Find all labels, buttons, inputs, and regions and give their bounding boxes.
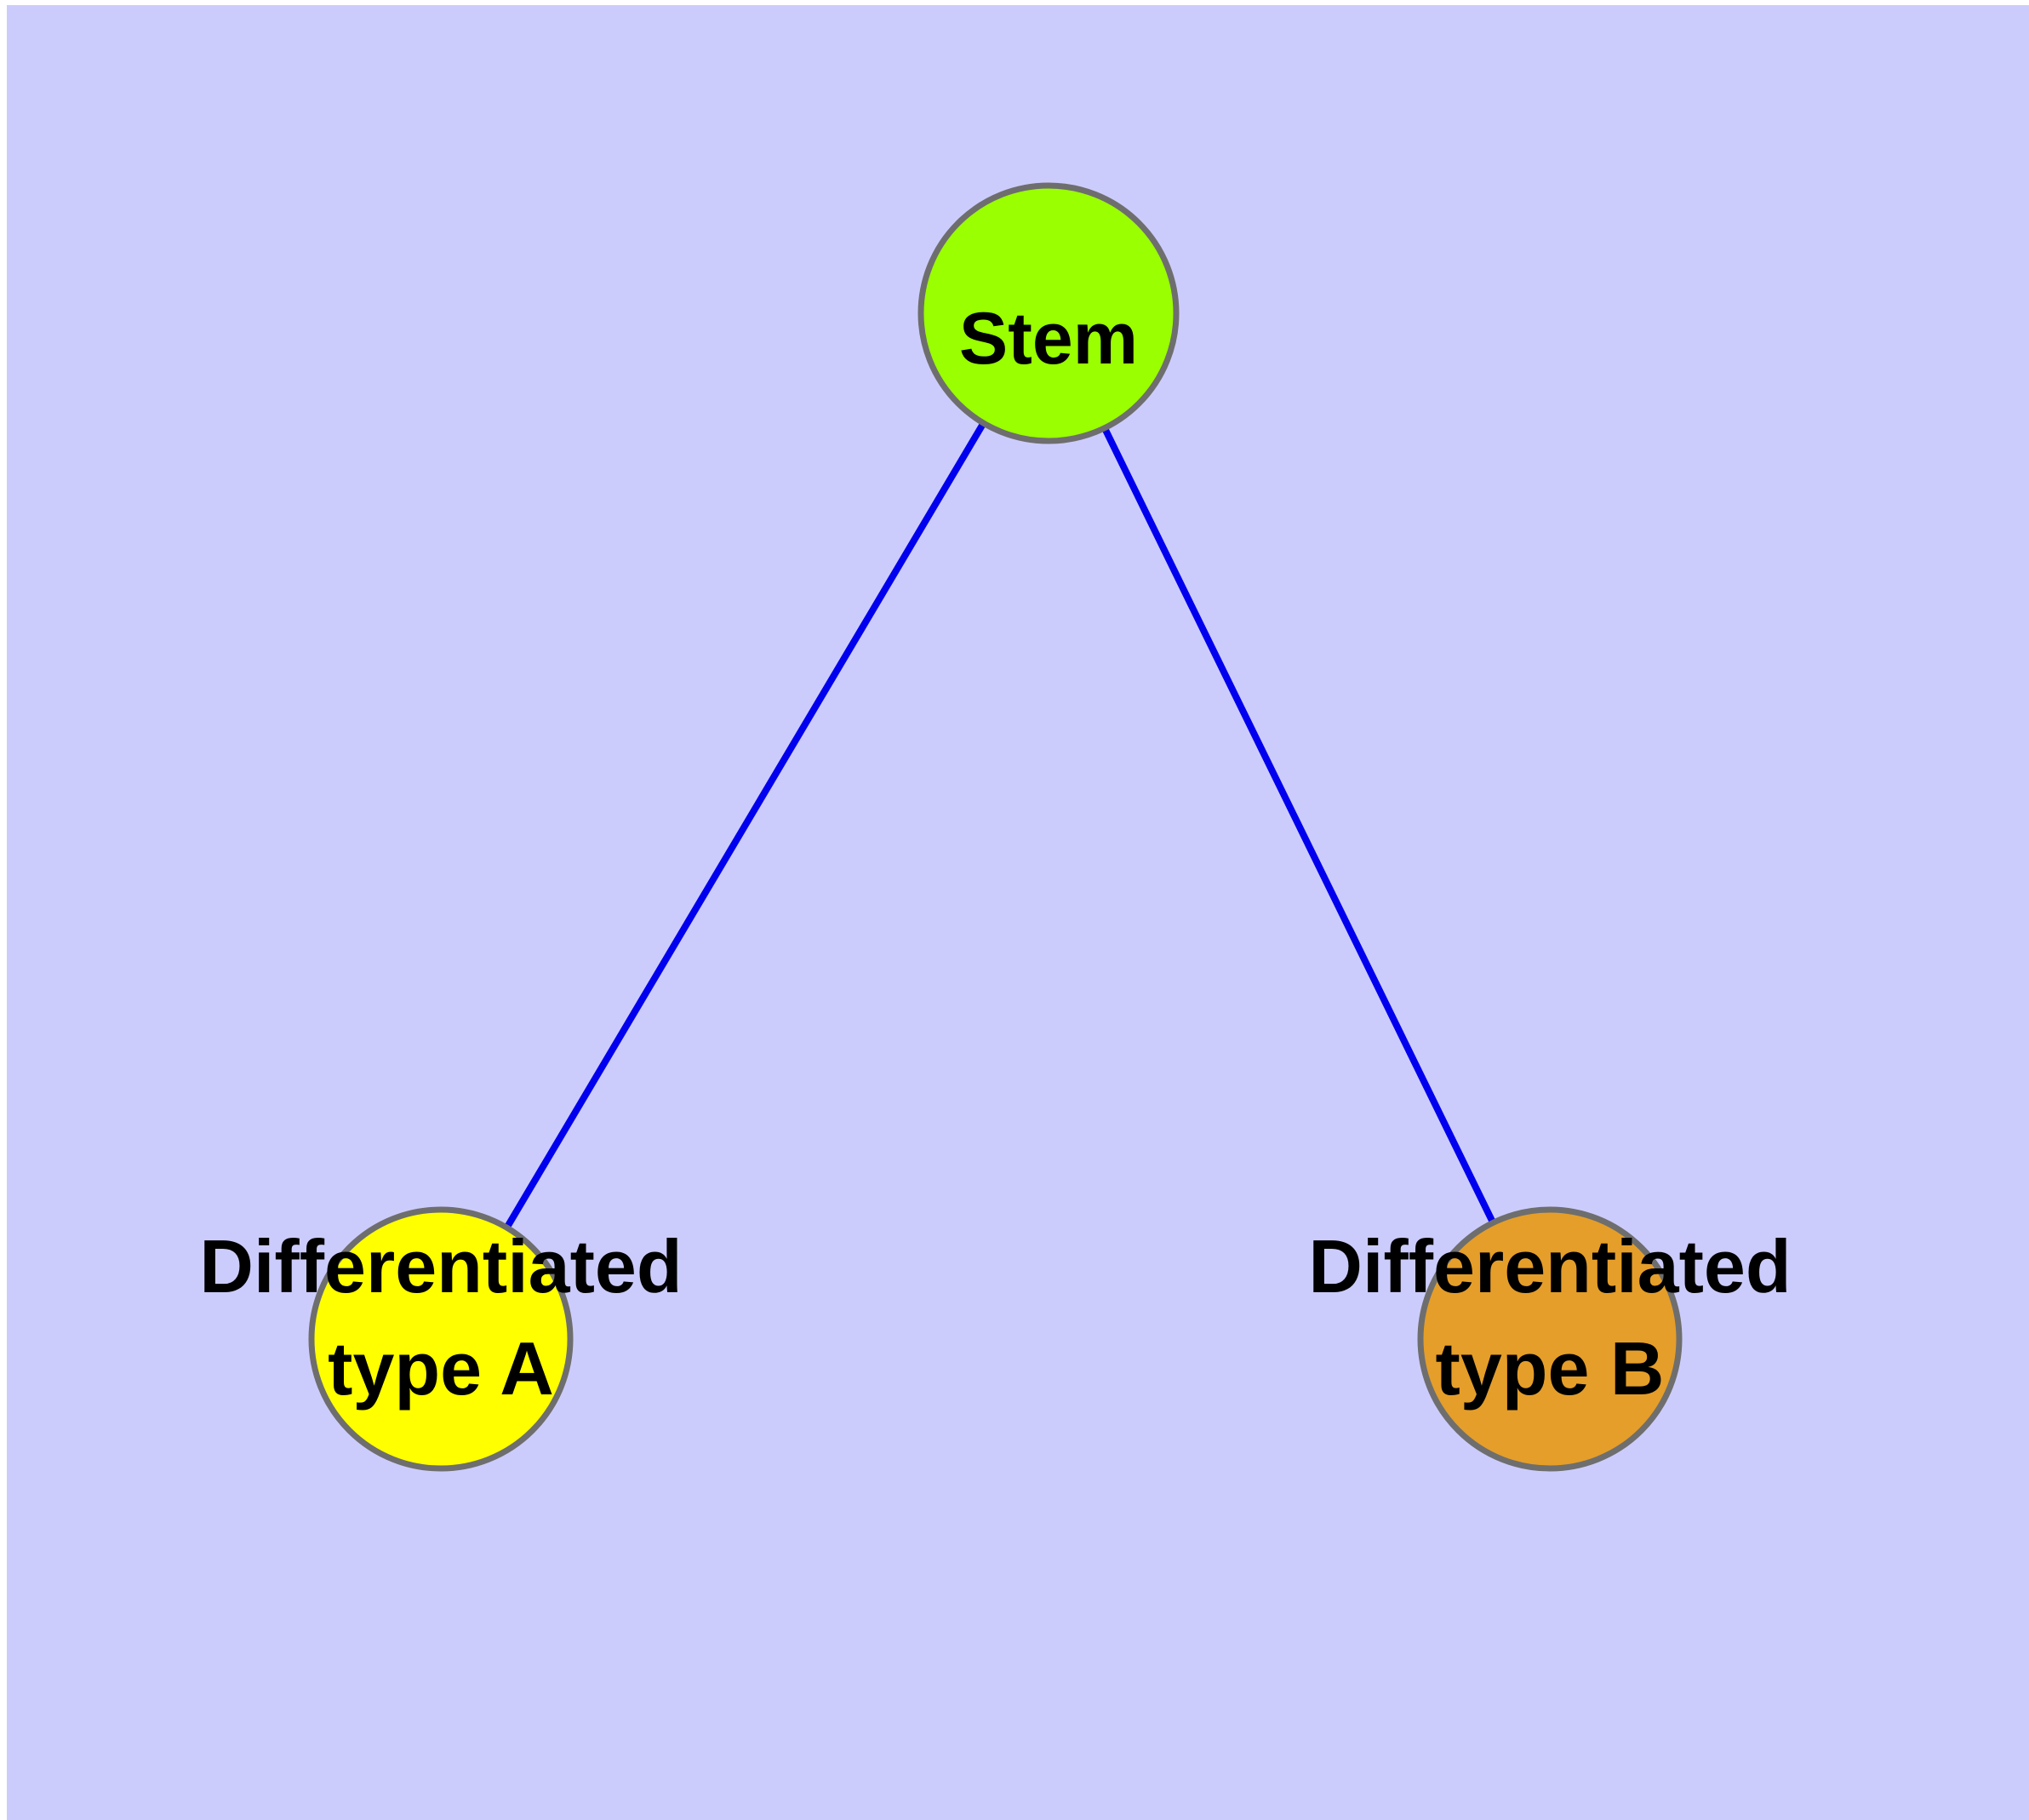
graph-edge-stem-to-diff-b[interactable]: [1045, 312, 1553, 1341]
edges-layer: [437, 311, 1553, 1342]
node-label-line-diff-a-1: Differentiated: [199, 1224, 682, 1308]
node-label-line-diff-b-1: Differentiated: [1308, 1224, 1791, 1308]
node-label-stem: Stem: [959, 298, 1138, 380]
node-label-line-diff-b-2: type B: [1436, 1326, 1665, 1411]
graph-node-diff-b[interactable]: Differentiated type B: [1308, 1206, 1792, 1472]
node-label-line-diff-a-2: type A: [328, 1326, 554, 1411]
graph-edge-stem-to-diff-a[interactable]: [437, 311, 1052, 1342]
node-label-diff-a: Differentiated type A: [199, 1224, 682, 1411]
node-circle-diff-a[interactable]: [308, 1206, 574, 1472]
node-circle-diff-b[interactable]: [1417, 1206, 1683, 1472]
node-label-diff-b: Differentiated type B: [1308, 1224, 1791, 1411]
graph-node-diff-a[interactable]: Differentiated type A: [199, 1206, 683, 1472]
graph-node-stem[interactable]: Stem: [917, 182, 1180, 444]
node-circle-stem[interactable]: [917, 182, 1180, 444]
node-label-line-stem-1: Stem: [959, 298, 1138, 380]
